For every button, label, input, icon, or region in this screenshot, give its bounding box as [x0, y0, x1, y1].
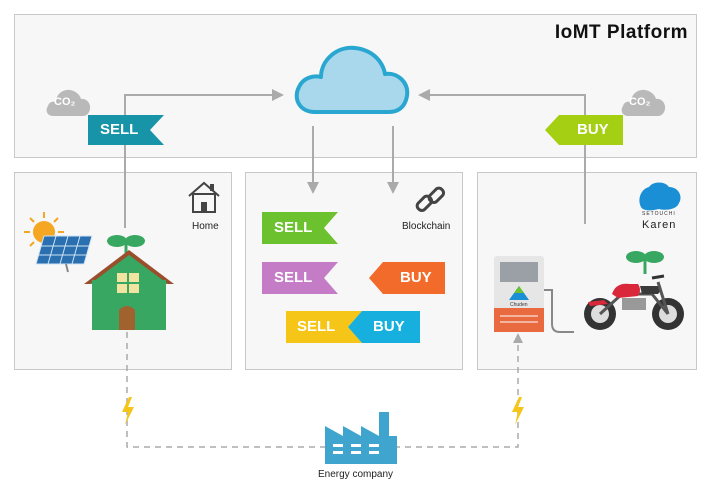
setouchi-small-text: SETOUCHI — [642, 211, 676, 217]
home-label: Home — [192, 221, 219, 232]
energy-company-label: Energy company — [318, 469, 394, 480]
platform-title: IoMT Platform — [554, 22, 688, 43]
charging-station-icon — [494, 256, 574, 333]
blockchain-label: Blockchain — [402, 221, 451, 232]
ev-to-cloud-line — [430, 94, 586, 224]
solar-panel-icon — [35, 235, 93, 273]
sprout-ev-icon — [626, 251, 664, 274]
home-panel — [14, 172, 232, 370]
arrowhead-down-2 — [387, 182, 399, 194]
sell-tag-purple-label: SELL — [274, 269, 313, 286]
home-outline-icon — [188, 181, 220, 213]
motorcycle-icon — [584, 274, 684, 330]
lightning-right-icon — [512, 397, 524, 425]
karen-brand-text: Karen — [642, 219, 677, 231]
arrowhead-down-1 — [307, 182, 319, 194]
co2-right-label: CO₂ — [629, 96, 651, 108]
buy-flag-right-label: BUY — [577, 121, 609, 138]
pair-buy-label: BUY — [373, 318, 405, 335]
sell-tag-green-label: SELL — [274, 219, 313, 236]
buy-flag-right — [545, 115, 623, 145]
co2-cloud-left-icon — [46, 89, 91, 116]
grid-line-left — [126, 332, 325, 448]
green-house-icon — [84, 250, 174, 330]
sell-flag-left-label: SELL — [100, 121, 139, 138]
arrowhead-up-ev — [513, 333, 523, 343]
home-to-cloud-line — [124, 94, 272, 228]
cloud-icon — [294, 45, 410, 114]
arrowhead-right — [272, 89, 284, 101]
sell-tag-green — [262, 212, 338, 244]
lightning-left-icon — [122, 397, 134, 425]
setouchi-karen-logo-icon — [639, 182, 681, 211]
station-logo-text: Chuden — [510, 302, 528, 308]
grid-line-right — [393, 345, 519, 448]
arrowhead-left — [418, 89, 430, 101]
co2-cloud-right-icon — [621, 89, 666, 116]
blockchain-link-icon — [415, 186, 446, 213]
pair-sell-label: SELL — [297, 318, 336, 335]
sell-tag-purple — [262, 262, 338, 294]
sell-flag-left — [88, 115, 164, 145]
co2-left-label: CO₂ — [54, 96, 76, 108]
sell-buy-pair-tag — [286, 311, 420, 343]
buy-tag-orange — [369, 262, 445, 294]
factory-icon — [325, 412, 397, 464]
buy-tag-orange-label: BUY — [400, 269, 432, 286]
